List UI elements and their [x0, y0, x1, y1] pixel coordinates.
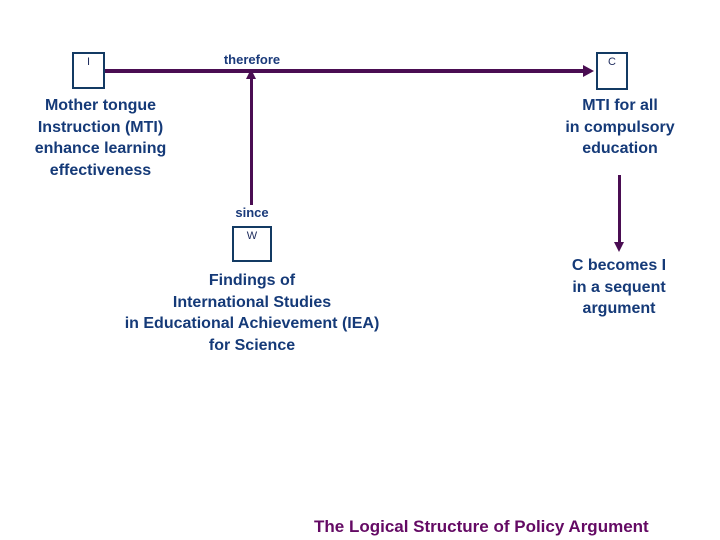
- therefore-arrowhead-icon: [583, 65, 594, 77]
- warrant-node-symbol: W: [246, 230, 258, 242]
- consequent-arrowhead-icon: [614, 242, 624, 252]
- consequent-node-text: C becomes I in a sequent argument: [571, 257, 667, 317]
- warrant-node-text: Findings of International Studies in Edu…: [124, 272, 380, 354]
- warrant-node-box[interactable]: W: [232, 226, 272, 262]
- information-node-text: Mother tongue Instruction (MTI) enhance …: [34, 97, 167, 179]
- therefore-connector-line: [105, 69, 583, 73]
- information-node-symbol: I: [86, 56, 91, 68]
- therefore-label: therefore: [223, 52, 281, 67]
- information-node-box[interactable]: I: [72, 52, 105, 89]
- diagram-title: The Logical Structure of Policy Argument: [314, 517, 649, 536]
- consequent-connector-line: [618, 175, 621, 242]
- since-arrowhead-icon: [246, 69, 256, 79]
- since-label: since: [235, 205, 269, 220]
- claim-node-text: MTI for all in compulsory education: [565, 97, 675, 157]
- claim-node-symbol: C: [608, 56, 616, 68]
- claim-node-box[interactable]: C: [596, 52, 628, 90]
- since-connector-line: [250, 73, 253, 205]
